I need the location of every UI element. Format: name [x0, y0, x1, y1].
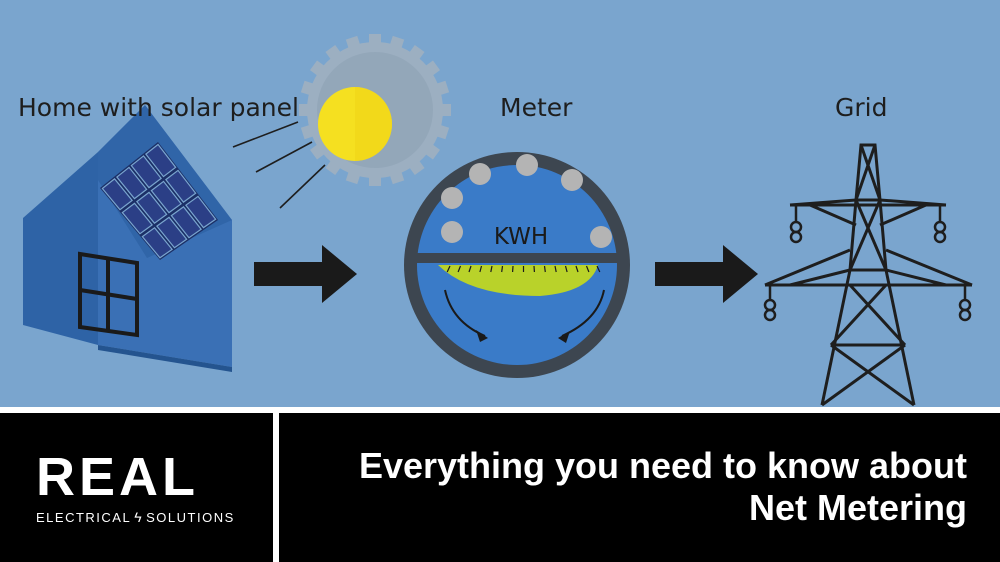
- logo-tagline-right: SOLUTIONS: [146, 510, 235, 525]
- meter-dots: [441, 154, 612, 248]
- sun-icon: [318, 87, 392, 161]
- grid-label: Grid: [835, 93, 888, 122]
- footer-divider-vertical: [273, 413, 279, 562]
- insulators: [763, 205, 972, 322]
- meter-label: Meter: [500, 93, 573, 122]
- lightning-bolt-icon: ϟ: [134, 509, 144, 525]
- headline-line-1: Everything you need to know about: [358, 445, 967, 486]
- meter-icon: [404, 152, 630, 378]
- logo-tagline-left: ELECTRICAL: [36, 510, 132, 525]
- transmission-tower-icon: [764, 143, 973, 407]
- arrow-right-icon: [655, 245, 758, 303]
- meter-unit-label: KWH: [494, 224, 548, 250]
- sun-rays: [232, 121, 326, 209]
- logo-wordmark: REAL: [36, 447, 199, 507]
- headline-line-2: Net Metering: [748, 487, 967, 528]
- headline-panel: Everything you need to know about Net Me…: [279, 413, 1000, 562]
- house-icon: [23, 105, 232, 372]
- footer-divider: [0, 407, 1000, 413]
- solar-panel-icon: [100, 142, 218, 260]
- window-icon: [78, 251, 139, 338]
- home-label: Home with solar panel: [18, 93, 299, 122]
- arrow-right-icon: [254, 245, 357, 303]
- headline: Everything you need to know about Net Me…: [359, 445, 967, 529]
- net-metering-diagram: KWH: [0, 0, 1000, 407]
- diagram-illustration: KWH: [23, 34, 973, 407]
